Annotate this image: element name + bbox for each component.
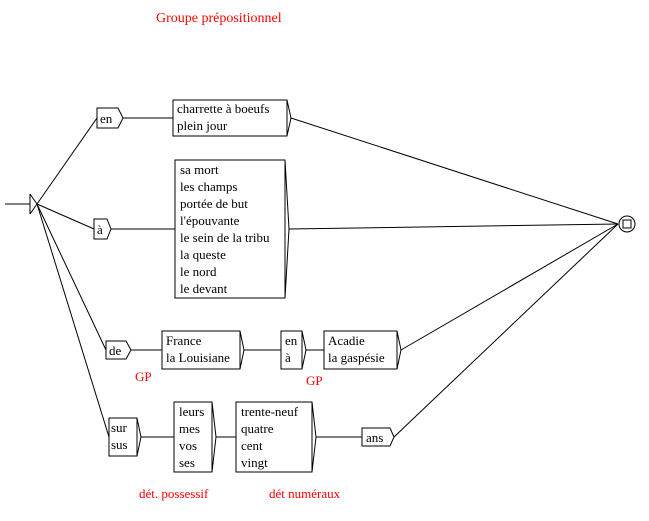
graph-title: Groupe prépositionnel xyxy=(156,11,282,26)
annotation-gp-1: GP xyxy=(135,369,152,384)
box-sa-mort-line-5: le sein de la tribu xyxy=(180,230,270,245)
box-charrette-line-2: plein jour xyxy=(177,118,228,133)
box-charrette: charrette à boeufs plein jour xyxy=(172,99,292,137)
box-de: de xyxy=(105,340,132,360)
box-leurs: leurs mes vos ses xyxy=(173,401,217,473)
box-sa-mort-line-3: portée de but xyxy=(180,196,248,211)
box-sa-mort: sa mort les champs portée de but l'épouv… xyxy=(174,159,290,299)
box-acadie-line-2: la gaspésie xyxy=(328,350,385,365)
box-en-a: en à xyxy=(280,330,307,370)
box-leurs-line-2: mes xyxy=(179,421,200,436)
annotation-det-numeraux: dét numéraux xyxy=(269,486,341,501)
box-sa-mort-line-6: la queste xyxy=(180,247,226,262)
box-sur-sus-line-2: sus xyxy=(111,437,128,452)
box-ans-line: ans xyxy=(366,430,383,445)
final-state xyxy=(618,215,636,233)
box-trente-line-3: cent xyxy=(241,438,263,453)
box-sa-mort-line-1: sa mort xyxy=(180,162,219,177)
box-a: à xyxy=(93,218,112,240)
box-france-line-1: France xyxy=(166,333,202,348)
box-sur-sus-line-1: sur xyxy=(111,420,128,435)
box-ans: ans xyxy=(361,427,395,447)
box-en-a-line-2: à xyxy=(285,350,291,365)
box-en: en xyxy=(96,107,124,129)
box-trente: trente-neuf quatre cent vingt xyxy=(235,401,317,473)
box-a-line: à xyxy=(97,222,103,237)
box-acadie: Acadie la gaspésie xyxy=(323,330,402,370)
box-en-line: en xyxy=(100,111,113,126)
box-en-a-line-1: en xyxy=(285,333,298,348)
annotation-gp-2: GP xyxy=(306,373,323,388)
box-sa-mort-line-7: le nord xyxy=(180,264,217,279)
box-charrette-line-1: charrette à boeufs xyxy=(177,101,269,116)
box-trente-line-2: quatre xyxy=(241,421,274,436)
box-sur-sus: sur sus xyxy=(108,417,142,457)
box-trente-line-1: trente-neuf xyxy=(241,404,299,419)
box-france-line-2: la Louisiane xyxy=(166,350,230,365)
transitions xyxy=(5,117,619,438)
box-leurs-line-1: leurs xyxy=(179,404,204,419)
box-acadie-line-1: Acadie xyxy=(328,333,365,348)
annotation-det-possessif: dét. possessif xyxy=(139,486,209,501)
box-france: France la Louisiane xyxy=(161,330,245,370)
box-sa-mort-line-4: l'épouvante xyxy=(180,213,240,228)
box-leurs-line-3: vos xyxy=(179,438,197,453)
box-leurs-line-4: ses xyxy=(179,455,195,470)
box-de-line: de xyxy=(109,343,122,358)
box-sa-mort-line-8: le devant xyxy=(180,281,228,296)
box-trente-line-4: vingt xyxy=(241,455,268,470)
box-sa-mort-line-2: les champs xyxy=(180,179,237,194)
